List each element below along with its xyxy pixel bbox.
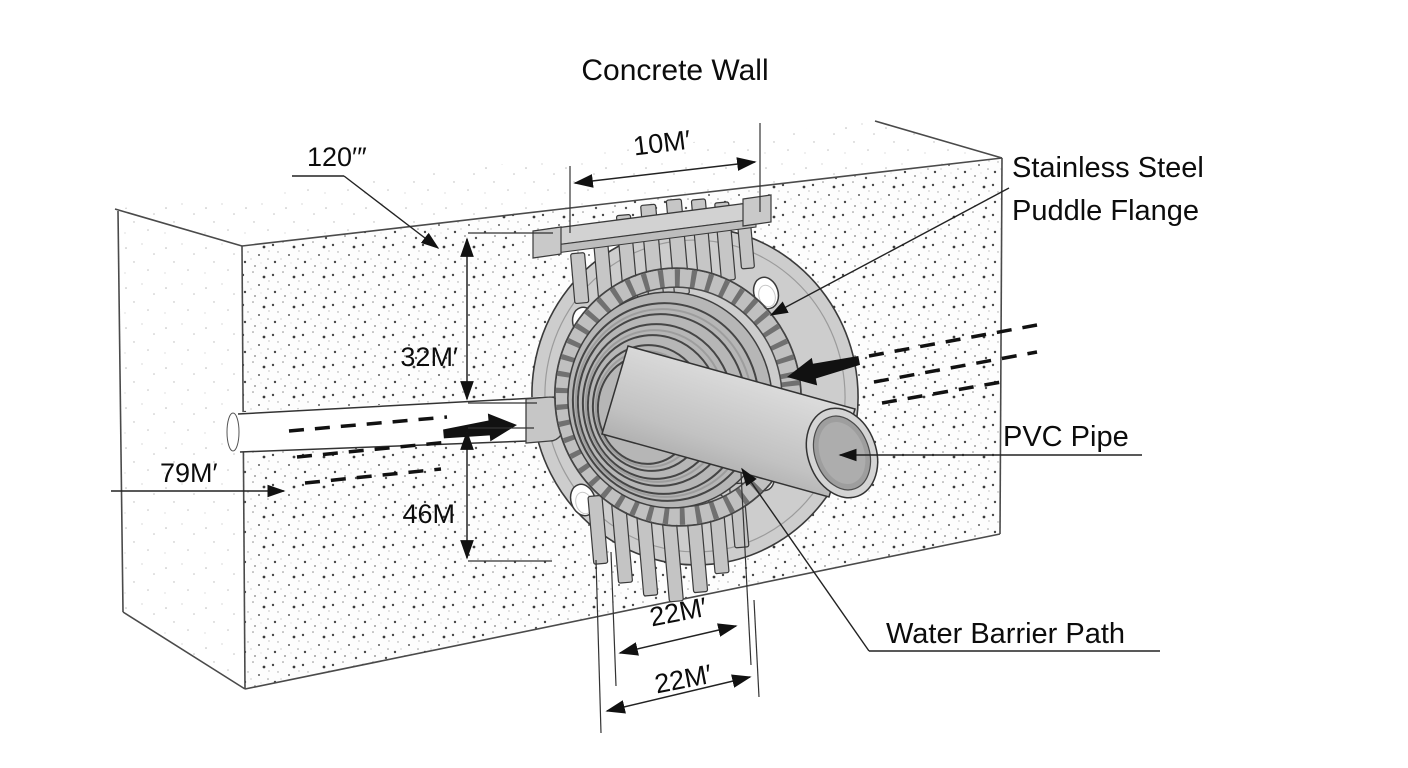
water-barrier-label: Water Barrier Path: [886, 618, 1125, 650]
wall-left-end-texture: [115, 209, 245, 689]
dim-10m-label: 10M′: [631, 125, 692, 162]
channel-bottom-edge: [239, 439, 555, 453]
title-label: Concrete Wall: [581, 54, 768, 87]
flow-arrow-right: [787, 356, 861, 386]
dim-10m-line: [573, 157, 757, 188]
channel-left-opening: [226, 412, 240, 452]
dim-46m-label: 46M: [402, 499, 455, 529]
leader-lines: [111, 175, 1160, 652]
flange-top-fins: [532, 194, 772, 305]
flow-dashes-left: [288, 415, 450, 485]
dim-22m-outer-label: 22M′: [652, 659, 714, 699]
dim-32m-label: 32M′: [400, 342, 458, 372]
leader-flange: [769, 187, 1010, 316]
leader-water-barrier: [741, 467, 870, 652]
fin: [570, 252, 590, 305]
extension-lines: [468, 123, 761, 734]
dim-22m-inner-line: [618, 623, 738, 656]
leader-120: [343, 175, 440, 249]
rail-wing-right: [742, 194, 772, 227]
channel-top-edge: [237, 396, 555, 415]
dim-79m-label: 79M′: [160, 458, 218, 488]
pvc-pipe-label: PVC Pipe: [1003, 421, 1129, 453]
dim-arrows: [460, 157, 757, 714]
fin: [587, 494, 609, 565]
dimension-lines: [460, 123, 761, 734]
dim-120-label: 120′″: [307, 142, 367, 172]
wall-top-face-texture: [115, 121, 1002, 246]
rail-wing-left: [532, 226, 562, 259]
flange-label-line-2: Puddle Flange: [1012, 195, 1199, 227]
wall-edges: [114, 120, 1003, 690]
pipe-body: [601, 345, 856, 498]
flow-dashes-right: [868, 323, 1038, 405]
flange-label-line-1: Stainless Steel: [1012, 152, 1204, 184]
dim-22m-outer-line: [605, 674, 752, 714]
tooth-ring-teeth: [555, 269, 801, 525]
